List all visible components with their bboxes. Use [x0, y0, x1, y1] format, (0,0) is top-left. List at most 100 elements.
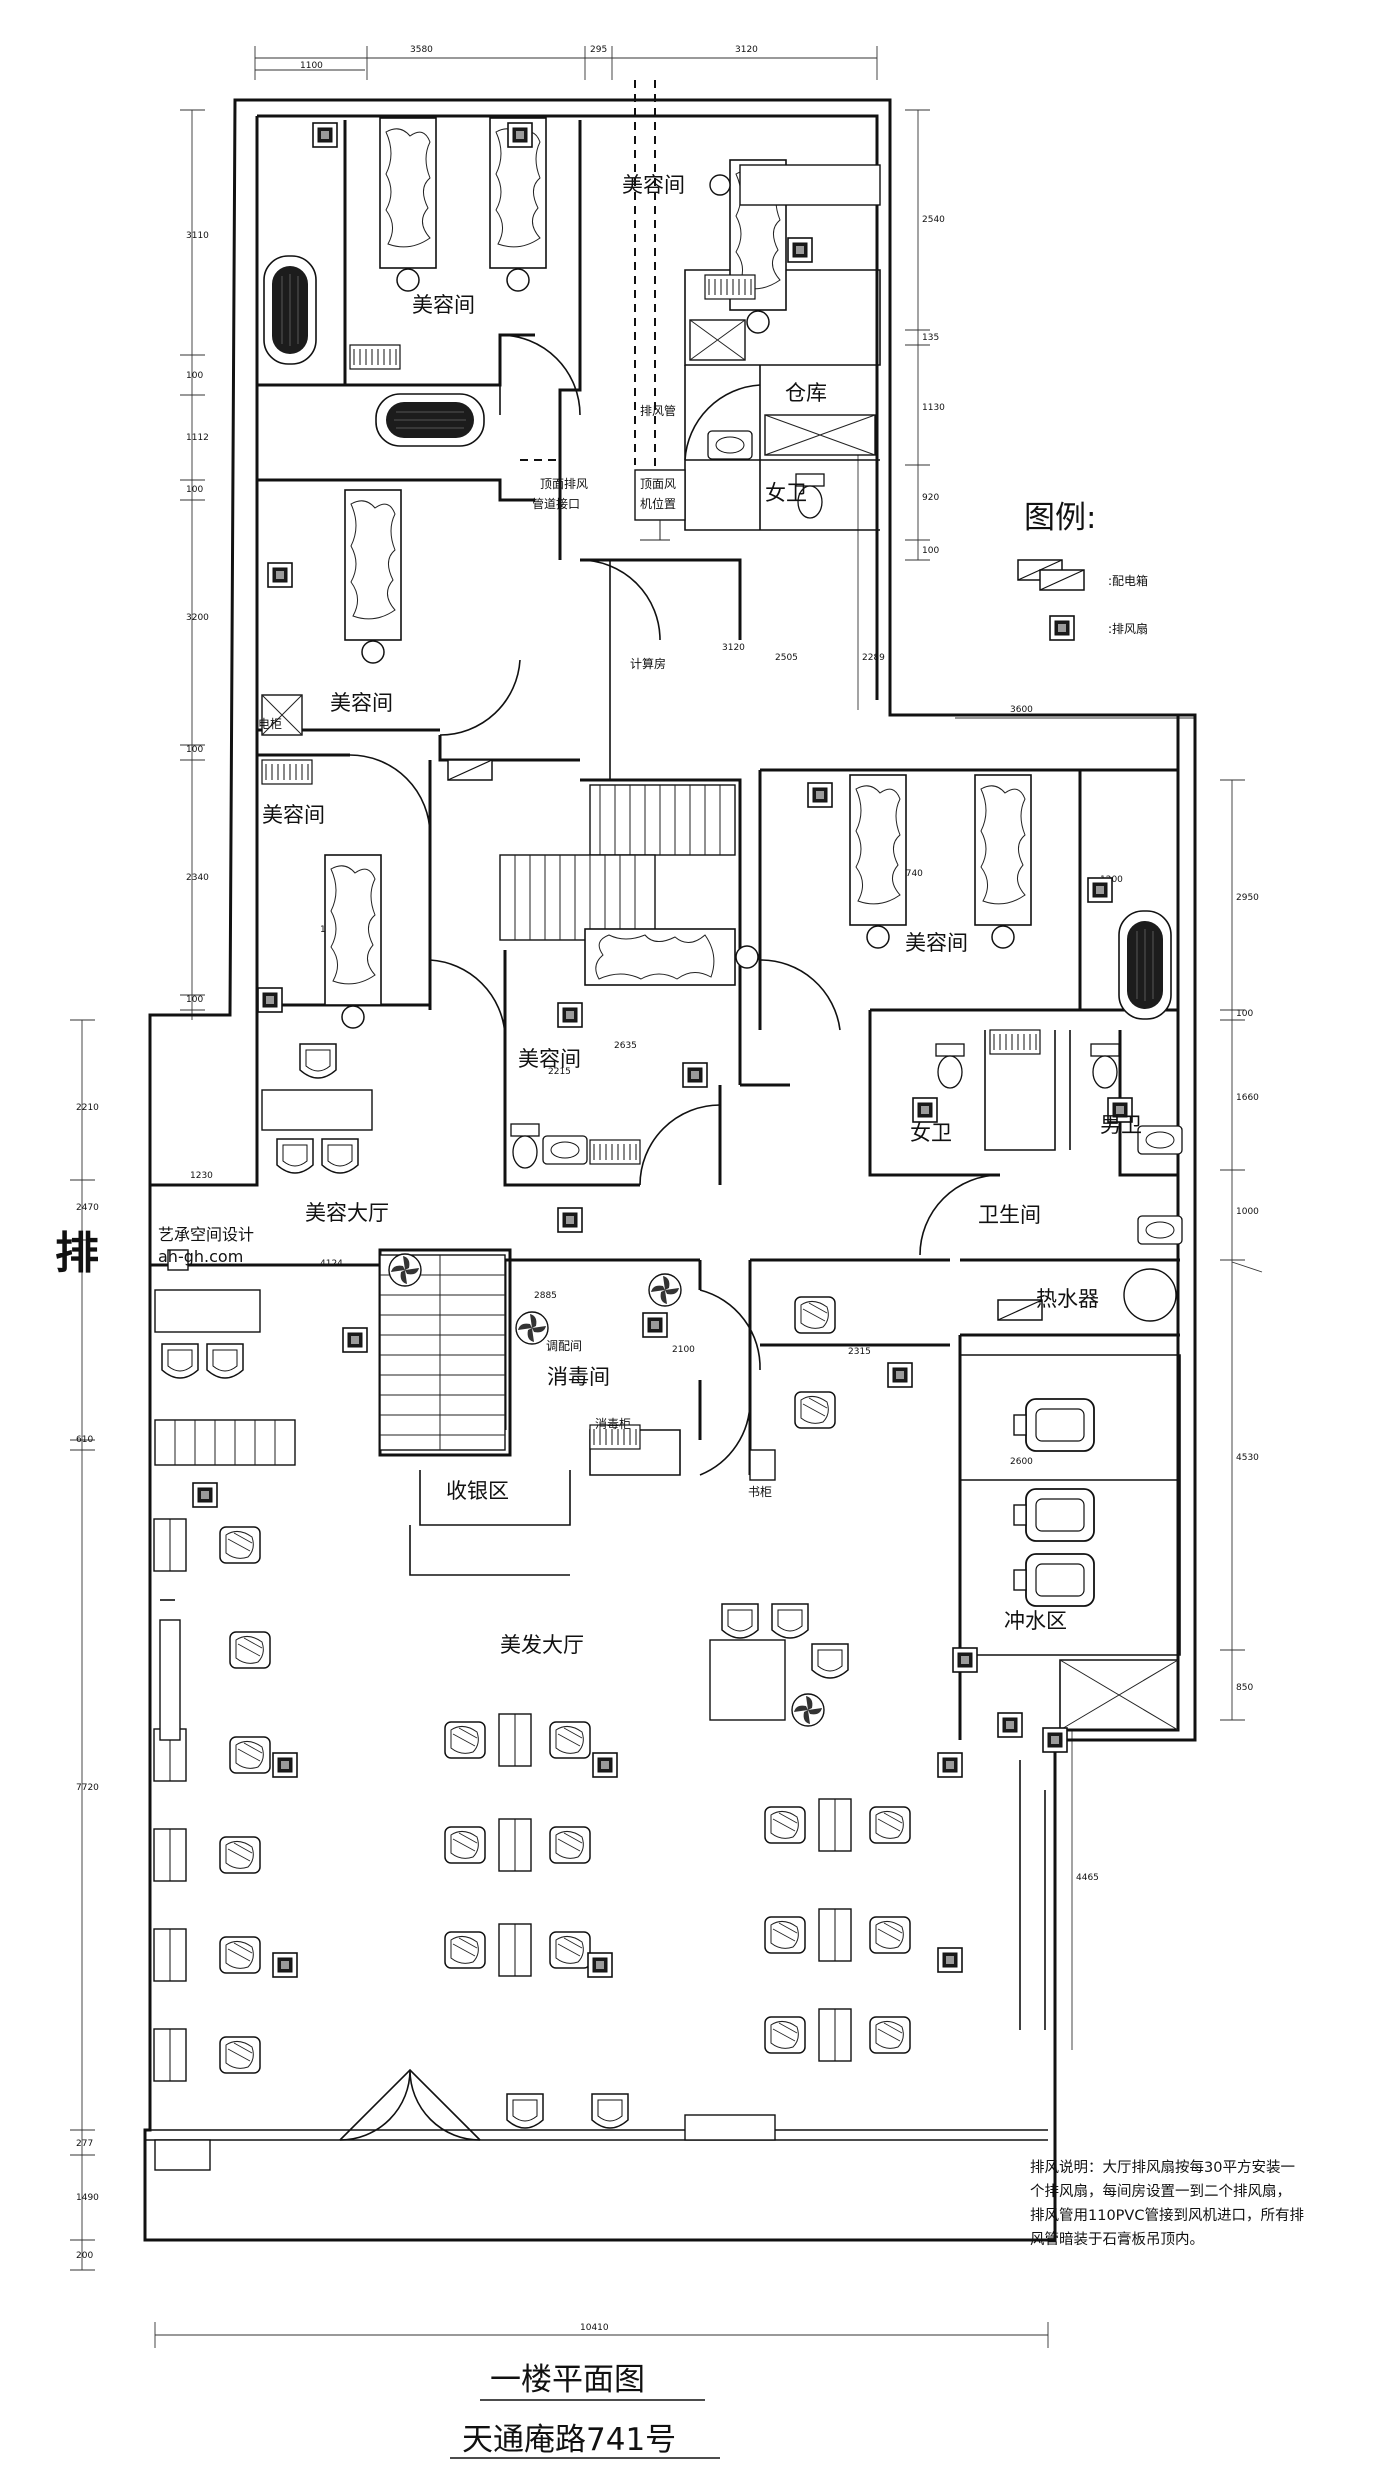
massage-bed	[379, 117, 437, 292]
waiting-seat	[321, 1138, 359, 1174]
svg-text:排风管用110PVC管接到风机进口，所有排: 排风管用110PVC管接到风机进口，所有排	[1030, 2207, 1304, 2224]
mirror-station	[153, 2028, 187, 2082]
bathtub	[375, 393, 485, 447]
svg-text:850: 850	[1236, 1683, 1253, 1693]
exhaust-fan-icon	[267, 562, 293, 588]
waiting-seat	[506, 2093, 544, 2129]
svg-text:3580: 3580	[410, 45, 433, 55]
water-heater	[1123, 1268, 1177, 1322]
mirror-station	[153, 1928, 187, 1982]
salon-chair	[219, 1526, 261, 1564]
svg-text:计算房: 计算房	[630, 656, 666, 671]
shampoo-bed	[1013, 1488, 1095, 1542]
svg-text:2340: 2340	[186, 873, 209, 883]
watermark-site: ah-gh.com	[158, 1247, 243, 1266]
room-label: 美发大厅	[500, 1633, 584, 1657]
toilet	[510, 1123, 540, 1169]
svg-text:顶面风: 顶面风	[640, 477, 676, 491]
svg-text:200: 200	[76, 2251, 93, 2261]
exhaust-fan-icon	[557, 1207, 583, 1233]
shampoo-bed	[1013, 1553, 1095, 1607]
exhaust-fan-icon	[312, 122, 338, 148]
toilet	[935, 1043, 965, 1089]
legend: 图例: :配电箱 :排风扇	[1024, 500, 1148, 641]
coffee-table	[709, 1639, 786, 1721]
exhaust-fan-icon	[257, 987, 283, 1013]
svg-text:10410: 10410	[580, 2323, 609, 2333]
mirror-station	[498, 1818, 532, 1872]
massage-bed	[974, 774, 1032, 949]
svg-text:调配间: 调配间	[546, 1339, 582, 1353]
svg-text:2315: 2315	[848, 1347, 871, 1357]
title-block: 一楼平面图 天通庵路741号	[450, 2362, 720, 2459]
room-label: 冲水区	[1004, 1609, 1067, 1633]
shower-rack	[989, 1029, 1041, 1055]
svg-text:277: 277	[76, 2139, 93, 2149]
exhaust-fan-icon	[642, 1312, 668, 1338]
salon-chair	[219, 2036, 261, 2074]
exhaust-fan-icon	[937, 1947, 963, 1973]
mirror-station	[153, 1828, 187, 1882]
svg-text:消毒柜: 消毒柜	[595, 1417, 631, 1431]
svg-text:610: 610	[76, 1435, 93, 1445]
page-title: 一楼平面图	[490, 2362, 645, 2398]
svg-text:100: 100	[186, 745, 203, 755]
shower-rack	[704, 274, 756, 300]
svg-text:2100: 2100	[672, 1345, 695, 1355]
svg-text:1112: 1112	[186, 433, 209, 443]
exhaust-fan-icon	[192, 1482, 218, 1508]
svg-text:书柜: 书柜	[748, 1485, 772, 1499]
salon-chair	[869, 1806, 911, 1844]
room-label: 卫生间	[978, 1203, 1041, 1227]
salon-chair	[764, 1916, 806, 1954]
svg-text:100: 100	[186, 995, 203, 1005]
massage-bed	[324, 854, 382, 1029]
exhaust-fan-icon	[887, 1362, 913, 1388]
salon-chair	[219, 1936, 261, 1974]
room-label: 美容间	[412, 293, 475, 317]
exhaust-fan-icon	[807, 782, 833, 808]
ceiling-fan-icon	[648, 1273, 682, 1307]
ceiling-fan-icon	[515, 1311, 549, 1345]
svg-text:排风说明：大厅排风扇按每30平方安装一: 排风说明：大厅排风扇按每30平方安装一	[1030, 2159, 1295, 2176]
room-label: 美容大厅	[305, 1201, 389, 1225]
svg-text:管道接口: 管道接口	[532, 496, 580, 511]
svg-text:3600: 3600	[1010, 705, 1033, 715]
salon-chair	[794, 1296, 836, 1334]
waiting-seat	[299, 1043, 337, 1079]
svg-text:2470: 2470	[76, 1203, 99, 1213]
exhaust-fan-icon	[592, 1752, 618, 1778]
waiting-seat	[276, 1138, 314, 1174]
exhaust-note: 排风说明：大厅排风扇按每30平方安装一 个排风扇，每间房设置一到二个排风扇， 排…	[1030, 2159, 1304, 2248]
stairs	[379, 784, 736, 1451]
svg-text:个排风扇，每间房设置一到二个排风扇，: 个排风扇，每间房设置一到二个排风扇，	[1030, 2183, 1291, 2200]
bookshelf	[749, 1449, 776, 1481]
svg-text:2505: 2505	[775, 653, 798, 663]
shower-rack	[589, 1139, 641, 1165]
room-label: 美容间	[622, 173, 685, 197]
exhaust-fan-icon	[587, 1952, 613, 1978]
dimension-texts: 1100 3580 295 3120 3110 100 1112 100 320…	[76, 45, 1259, 2333]
svg-text:2540: 2540	[922, 215, 945, 225]
room-label: 美容间	[262, 803, 325, 827]
walls	[143, 98, 1197, 2242]
room-label: 热水器	[1036, 1287, 1099, 1311]
salon-chair	[764, 2016, 806, 2054]
salon-chair	[549, 1931, 591, 1969]
svg-text:风管暗装于石膏板吊顶内。: 风管暗装于石膏板吊顶内。	[1030, 2230, 1204, 2248]
room-label: 美容间	[330, 691, 393, 715]
waiting-seat	[591, 2093, 629, 2129]
svg-text:机位置: 机位置	[640, 496, 676, 511]
room-label: 美容间	[905, 931, 968, 955]
svg-text:3120: 3120	[722, 643, 745, 653]
svg-text:100: 100	[186, 485, 203, 495]
salon-chair	[869, 2016, 911, 2054]
waiting-seat	[811, 1643, 849, 1679]
wash-basin	[1137, 1215, 1183, 1245]
svg-text:顶面排风: 顶面排风	[540, 477, 588, 491]
massage-bed	[344, 489, 402, 664]
wash-basin	[1137, 1125, 1183, 1155]
massage-bed	[584, 928, 759, 986]
waiting-seat	[771, 1603, 809, 1639]
